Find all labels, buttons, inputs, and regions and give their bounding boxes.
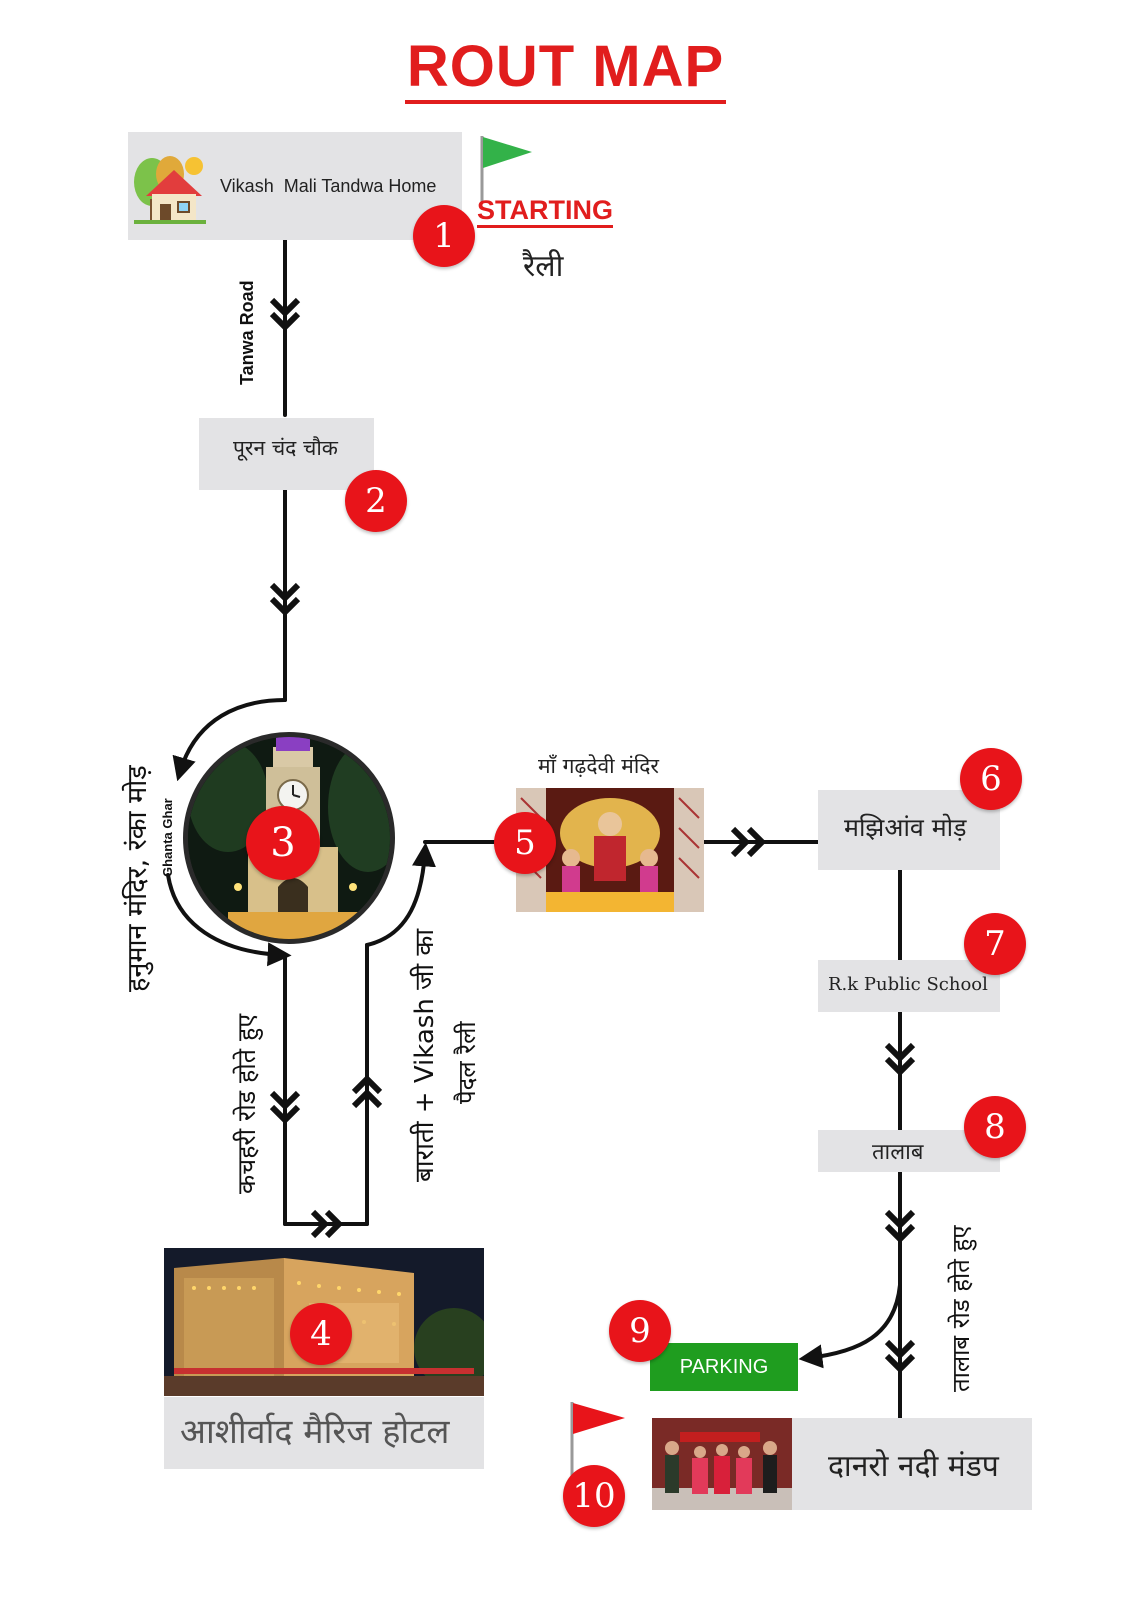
rally-label: रैली bbox=[523, 249, 564, 284]
house-icon bbox=[134, 156, 206, 224]
hotel-label-box: आशीर्वाद मैरिज होटल bbox=[164, 1397, 484, 1469]
parking-label: PARKING bbox=[679, 1356, 769, 1378]
barati-rally-label-1: बाराती + Vikash जी का bbox=[410, 928, 440, 1182]
venue-label: दानरो नदी मंडप bbox=[828, 1449, 999, 1484]
majhiaon-mod-box: मझिआंव मोड़ bbox=[818, 790, 1000, 870]
talab-road-label: तालाब रोड होते हुए bbox=[947, 1225, 975, 1392]
marker-9: 9 bbox=[609, 1300, 671, 1362]
ghanta-ghar-label: Ghanta Ghar bbox=[160, 798, 175, 877]
talab-label: तालाब bbox=[872, 1140, 924, 1165]
marker-7: 7 bbox=[964, 913, 1026, 975]
parking-box: PARKING bbox=[650, 1343, 798, 1391]
start-home-box: Vikash Mali Tandwa Home bbox=[128, 132, 462, 240]
kachahri-road-label: कचहरी रोड होते हुए bbox=[232, 1013, 261, 1194]
wedding-procession-icon bbox=[652, 1418, 792, 1510]
school-label: R.k Public School bbox=[828, 974, 988, 995]
majhiaon-mod-label: मझिआंव मोड़ bbox=[844, 813, 967, 842]
marker-8: 8 bbox=[964, 1096, 1026, 1158]
map-title: ROUT MAP bbox=[0, 36, 1131, 104]
green-flag-icon bbox=[480, 136, 532, 202]
puran-chowk-box: पूरन चंद चौक bbox=[199, 418, 374, 490]
red-flag-icon bbox=[570, 1402, 625, 1476]
marker-3: 3 bbox=[246, 806, 320, 880]
temple-label: माँ गढ़देवी मंदिर bbox=[538, 754, 659, 778]
venue-photo bbox=[652, 1418, 792, 1510]
marker-5: 5 bbox=[494, 812, 556, 874]
marker-1: 1 bbox=[413, 205, 475, 267]
map-title-text: ROUT MAP bbox=[404, 36, 727, 104]
starting-tag-text: STARTING bbox=[477, 195, 613, 228]
marker-6: 6 bbox=[960, 748, 1022, 810]
marker-10: 10 bbox=[563, 1465, 625, 1527]
clock-tower-photo bbox=[183, 732, 395, 944]
school-box: R.k Public School bbox=[818, 960, 1000, 1012]
marker-4: 4 bbox=[290, 1303, 352, 1365]
hotel-label: आशीर्वाद मैरिज होटल bbox=[180, 1412, 450, 1452]
venue-box: दानरो नदी मंडप bbox=[652, 1418, 1032, 1510]
tanwa-road-label: Tanwa Road bbox=[237, 280, 257, 385]
starting-tag: STARTING bbox=[477, 195, 637, 228]
marker-2: 2 bbox=[345, 470, 407, 532]
barati-rally-label-2: पैदल रैली bbox=[453, 1021, 481, 1104]
hanuman-mandir-label: हनुमान मंदिर, रंका मोड़ bbox=[122, 765, 153, 992]
puran-chowk-label: पूरन चंद चौक bbox=[233, 436, 338, 460]
start-place-label: Vikash Mali Tandwa Home bbox=[220, 176, 437, 196]
